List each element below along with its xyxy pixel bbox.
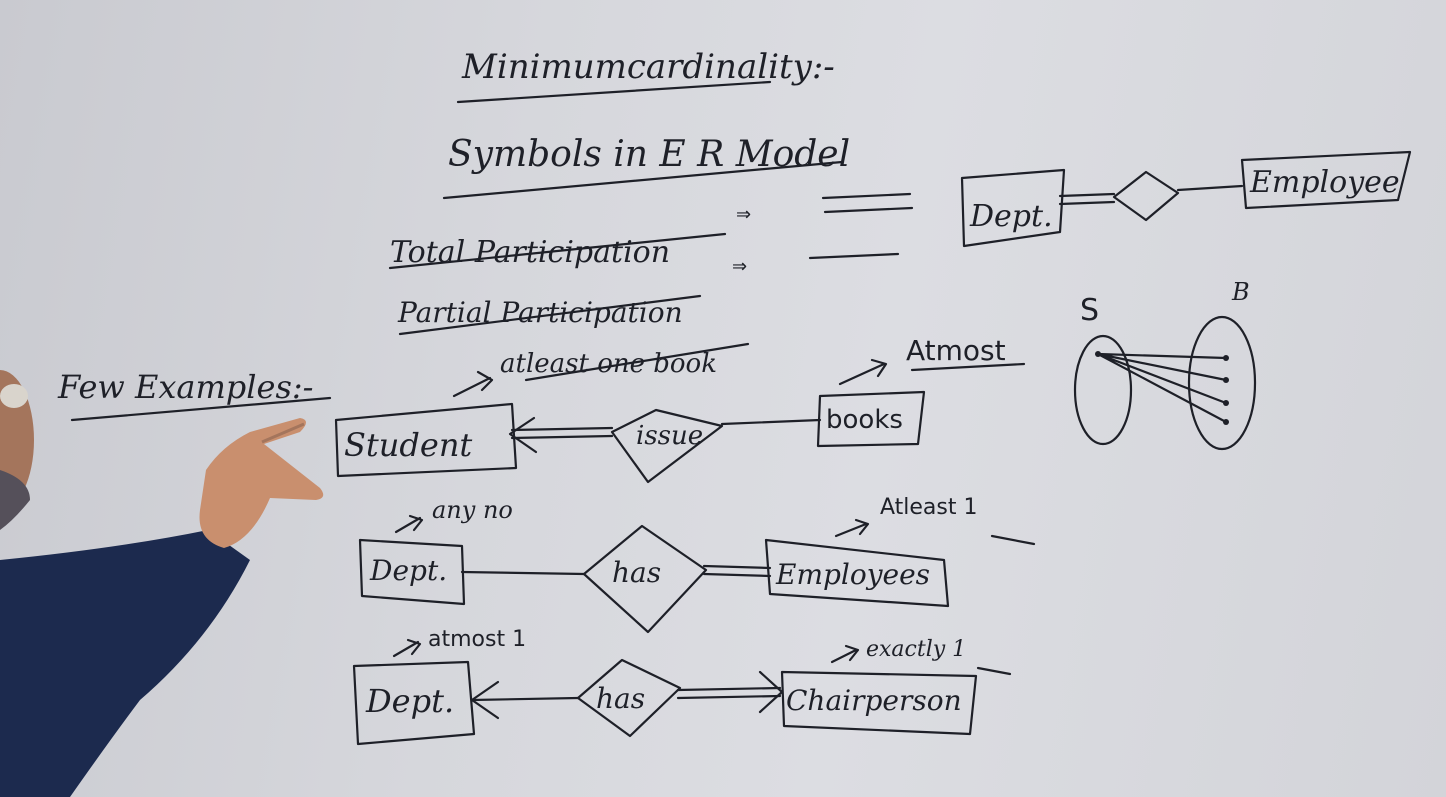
ex1-books-entity — [816, 390, 926, 448]
ex1-left-note-arrow — [452, 370, 494, 398]
ex3-dept-entity — [352, 660, 476, 746]
set-mapping-lines — [1096, 352, 1228, 424]
presenter-hand — [199, 418, 324, 548]
ex2-employees-label: Employees — [775, 558, 930, 591]
partial-participation-arrow: ⇒ — [732, 256, 747, 277]
set-b-label: B — [1231, 278, 1250, 306]
double-line-symbol — [821, 192, 914, 214]
ex1-right-note-underline — [910, 362, 1026, 372]
ex1-issue-relationship — [610, 408, 724, 484]
ex2-right-note-underline — [990, 534, 1036, 546]
ex3-double-connector — [676, 686, 782, 700]
ex1-issue-label: issue — [636, 421, 703, 451]
set-b-ellipse — [1187, 315, 1257, 451]
ex2-right-note-arrow — [834, 518, 870, 538]
presenter-finger — [261, 422, 305, 444]
ex2-dept-entity — [358, 538, 466, 606]
ex3-dept-label: Dept. — [365, 682, 454, 720]
partial-participation-label: Partial Participation — [397, 296, 683, 329]
total-participation-underline — [388, 232, 727, 270]
board-subtitle: Symbols in E R Model — [448, 134, 850, 175]
ex1-right-note-arrow — [838, 358, 888, 386]
partial-participation-underline — [398, 294, 702, 336]
ex3-single-connector — [470, 696, 580, 702]
ex2-left-note: any no — [432, 496, 513, 524]
ex2-right-note: Atleast 1 — [880, 495, 978, 520]
few-examples-underline — [70, 396, 332, 422]
set-mapping-points — [1095, 351, 1229, 425]
title-underline — [456, 80, 772, 104]
set-s-ellipse — [1073, 334, 1133, 446]
top-double-connector — [1058, 192, 1116, 206]
ex1-double-connector — [510, 426, 614, 440]
presenter-beard — [0, 470, 30, 530]
ex2-dept-label: Dept. — [369, 554, 447, 587]
ex3-left-arrowhead — [470, 680, 500, 720]
ex1-student-entity — [334, 402, 518, 478]
top-single-connector — [1176, 184, 1244, 192]
ex2-single-connector — [460, 570, 586, 576]
ex1-left-arrowhead — [508, 416, 538, 454]
ex3-chairperson-label: Chairperson — [786, 684, 962, 717]
total-participation-arrow: ⇒ — [736, 204, 751, 225]
presenter — [0, 370, 324, 797]
ex1-books-label: books — [826, 405, 903, 435]
top-employee-label: Employee — [1249, 165, 1400, 200]
ex3-right-arrowhead — [758, 670, 784, 714]
ex3-right-note-underline — [976, 666, 1012, 676]
top-dept-entity — [960, 168, 1066, 248]
ex2-double-connector — [702, 564, 772, 578]
ex3-left-note-arrow — [392, 638, 422, 658]
board-title: Minimumcardinality:- — [461, 47, 835, 87]
ex1-single-connector — [720, 418, 822, 426]
ex3-left-note: atmost 1 — [428, 627, 526, 652]
ex1-left-note-underline — [524, 342, 750, 382]
top-relationship-diamond — [1112, 170, 1180, 222]
ex3-right-note-arrow — [830, 644, 860, 664]
top-employee-entity — [1240, 150, 1412, 210]
set-s-label: S — [1080, 293, 1099, 328]
ex1-student-label: Student — [344, 426, 472, 464]
ex2-has-relationship — [582, 524, 708, 634]
presenter-glasses — [0, 384, 28, 408]
ex1-right-note: Atmost — [906, 334, 1006, 367]
presenter-sweater — [0, 530, 250, 797]
subtitle-underline — [442, 160, 844, 200]
ex3-chairperson-entity — [780, 670, 978, 736]
top-dept-label: Dept. — [969, 199, 1053, 234]
few-examples-label: Few Examples:- — [57, 368, 313, 406]
ex3-has-label: has — [596, 682, 645, 715]
single-line-symbol — [808, 252, 900, 260]
ex2-employees-entity — [764, 538, 950, 608]
ex3-has-relationship — [576, 658, 682, 738]
ex2-left-note-arrow — [394, 514, 424, 534]
ex2-has-label: has — [612, 556, 661, 589]
ex3-right-note: exactly 1 — [866, 637, 966, 662]
